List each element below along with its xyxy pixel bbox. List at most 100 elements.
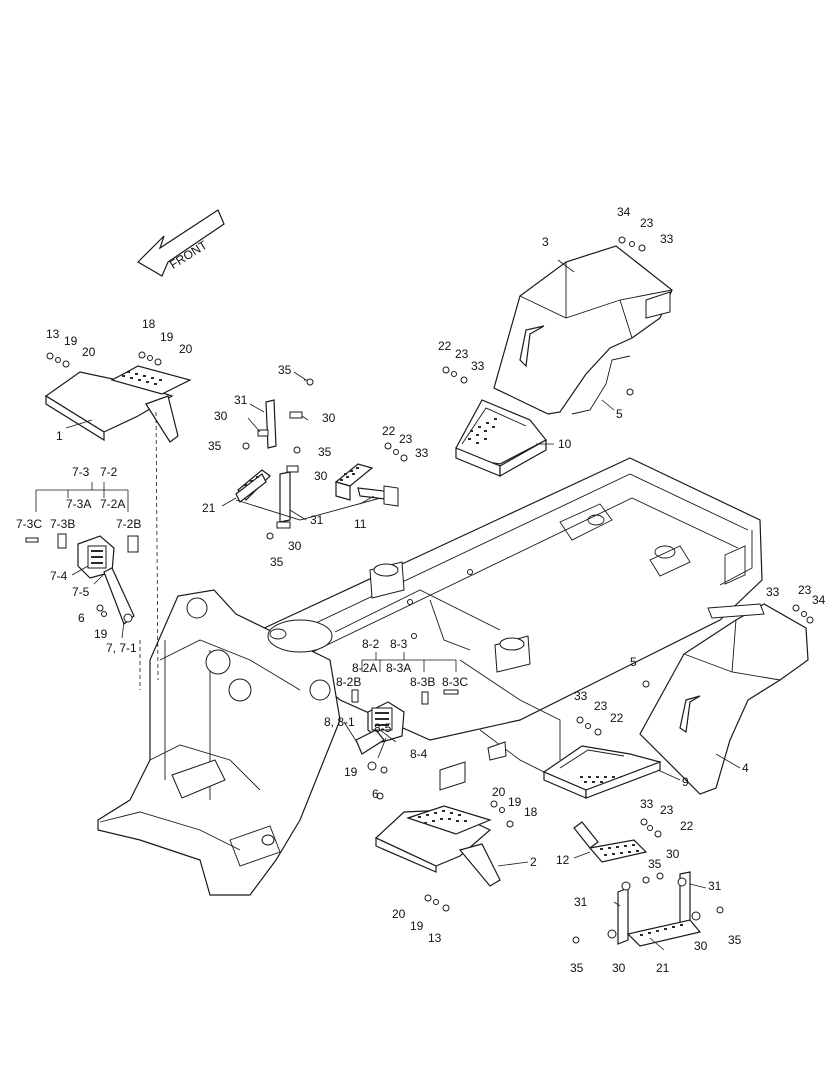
callout-23: 23: [640, 216, 654, 230]
callout-8-3: 8-3: [390, 637, 408, 651]
fender-4: [639, 603, 809, 795]
callout-21: 21: [202, 501, 216, 515]
callout-19: 19: [160, 330, 174, 344]
callout-35: 35: [208, 439, 222, 453]
callout-7-3C: 7-3C: [16, 517, 42, 531]
callout-30: 30: [322, 411, 336, 425]
callout-31: 31: [310, 513, 324, 527]
callout-22: 22: [438, 339, 452, 353]
callout-2: 2: [530, 855, 537, 869]
callout-23: 23: [455, 347, 469, 361]
callout-12: 12: [556, 853, 570, 867]
callout-33: 33: [660, 232, 674, 246]
callout-7-5: 7-5: [72, 585, 90, 599]
callout-19: 19: [410, 919, 424, 933]
callout-7-2B: 7-2B: [116, 517, 141, 531]
callout-35: 35: [318, 445, 332, 459]
callout-35: 35: [570, 961, 584, 975]
callout-5: 5: [616, 407, 623, 421]
callout-1: 1: [56, 429, 63, 443]
callout-18: 18: [524, 805, 538, 819]
callout-8-3A: 8-3A: [386, 661, 411, 675]
callout-6: 6: [78, 611, 85, 625]
callout-31: 31: [708, 879, 722, 893]
callout-30: 30: [694, 939, 708, 953]
step-bracket-upper: [235, 378, 389, 540]
callout-31: 31: [574, 895, 588, 909]
callout-7-7-1: 7, 7-1: [106, 641, 137, 655]
callout-23: 23: [399, 432, 413, 446]
fender-3: [493, 245, 673, 415]
callout-30: 30: [612, 961, 626, 975]
callout-9: 9: [682, 775, 689, 789]
callout-10: 10: [558, 437, 572, 451]
callout-19: 19: [94, 627, 108, 641]
callout-8-3B: 8-3B: [410, 675, 435, 689]
callout-7-2A: 7-2A: [100, 497, 125, 511]
callout-30: 30: [314, 469, 328, 483]
callout-35: 35: [278, 363, 292, 377]
callout-22: 22: [382, 424, 396, 438]
callout-33: 33: [640, 797, 654, 811]
callout-22: 22: [610, 711, 624, 725]
callout-8-3C: 8-3C: [442, 675, 468, 689]
callout-30: 30: [288, 539, 302, 553]
callout-20: 20: [179, 342, 193, 356]
callout-8-4: 8-4: [410, 747, 428, 761]
callout-30: 30: [214, 409, 228, 423]
callout-7-4: 7-4: [50, 569, 68, 583]
fasteners: [46, 236, 814, 912]
main-frame: [258, 457, 763, 791]
callout-11: 11: [354, 517, 367, 531]
callout-23: 23: [798, 583, 812, 597]
step-12-assembly: [572, 821, 724, 947]
callout-7-2: 7-2: [100, 465, 118, 479]
callout-20: 20: [492, 785, 506, 799]
callout-18: 18: [142, 317, 156, 331]
callout-19: 19: [64, 334, 78, 348]
step-tray-9: [542, 745, 662, 799]
callout-19: 19: [344, 765, 358, 779]
callout-5: 5: [630, 655, 637, 669]
callout-8-2A: 8-2A: [352, 661, 377, 675]
callout-20: 20: [82, 345, 96, 359]
callout-3: 3: [542, 235, 549, 249]
step-left-upper: [44, 365, 192, 681]
callout-21: 21: [656, 961, 670, 975]
callout-8-5: 8-5: [374, 721, 392, 735]
step-11: [334, 463, 399, 507]
callout-33: 33: [415, 446, 429, 460]
callout-8-2B: 8-2B: [336, 675, 361, 689]
step-2: [374, 805, 501, 887]
callout-31: 31: [234, 393, 248, 407]
callout-34: 34: [812, 593, 826, 607]
front-direction-arrow: FRONT: [137, 209, 225, 277]
callout-33: 33: [574, 689, 588, 703]
step-tray-10: [455, 399, 547, 478]
callout-23: 23: [594, 699, 608, 713]
callout-13: 13: [46, 327, 60, 341]
callout-7-3B: 7-3B: [50, 517, 75, 531]
callout-7-3: 7-3: [72, 465, 90, 479]
callout-30: 30: [666, 847, 680, 861]
callout-35: 35: [270, 555, 284, 569]
callout-4: 4: [742, 761, 749, 775]
callout-20: 20: [392, 907, 406, 921]
callout-6: 6: [372, 787, 379, 801]
callout-33: 33: [766, 585, 780, 599]
callout-8-2: 8-2: [362, 637, 380, 651]
loader-tower: [97, 589, 341, 896]
callout-35: 35: [648, 857, 662, 871]
callout-7-3A: 7-3A: [66, 497, 91, 511]
callout-19: 19: [508, 795, 522, 809]
lamp-assembly-7: [25, 482, 139, 625]
callout-35: 35: [728, 933, 742, 947]
callout-34: 34: [617, 205, 631, 219]
callout-23: 23: [660, 803, 674, 817]
leader-lines: [65, 259, 741, 951]
callout-22: 22: [680, 819, 694, 833]
lamp-assembly-8: [351, 652, 459, 774]
callout-labels: 13 19 20 18 19 20 1 35 31 30 30 35 35 30…: [16, 205, 826, 975]
callout-33: 33: [471, 359, 485, 373]
